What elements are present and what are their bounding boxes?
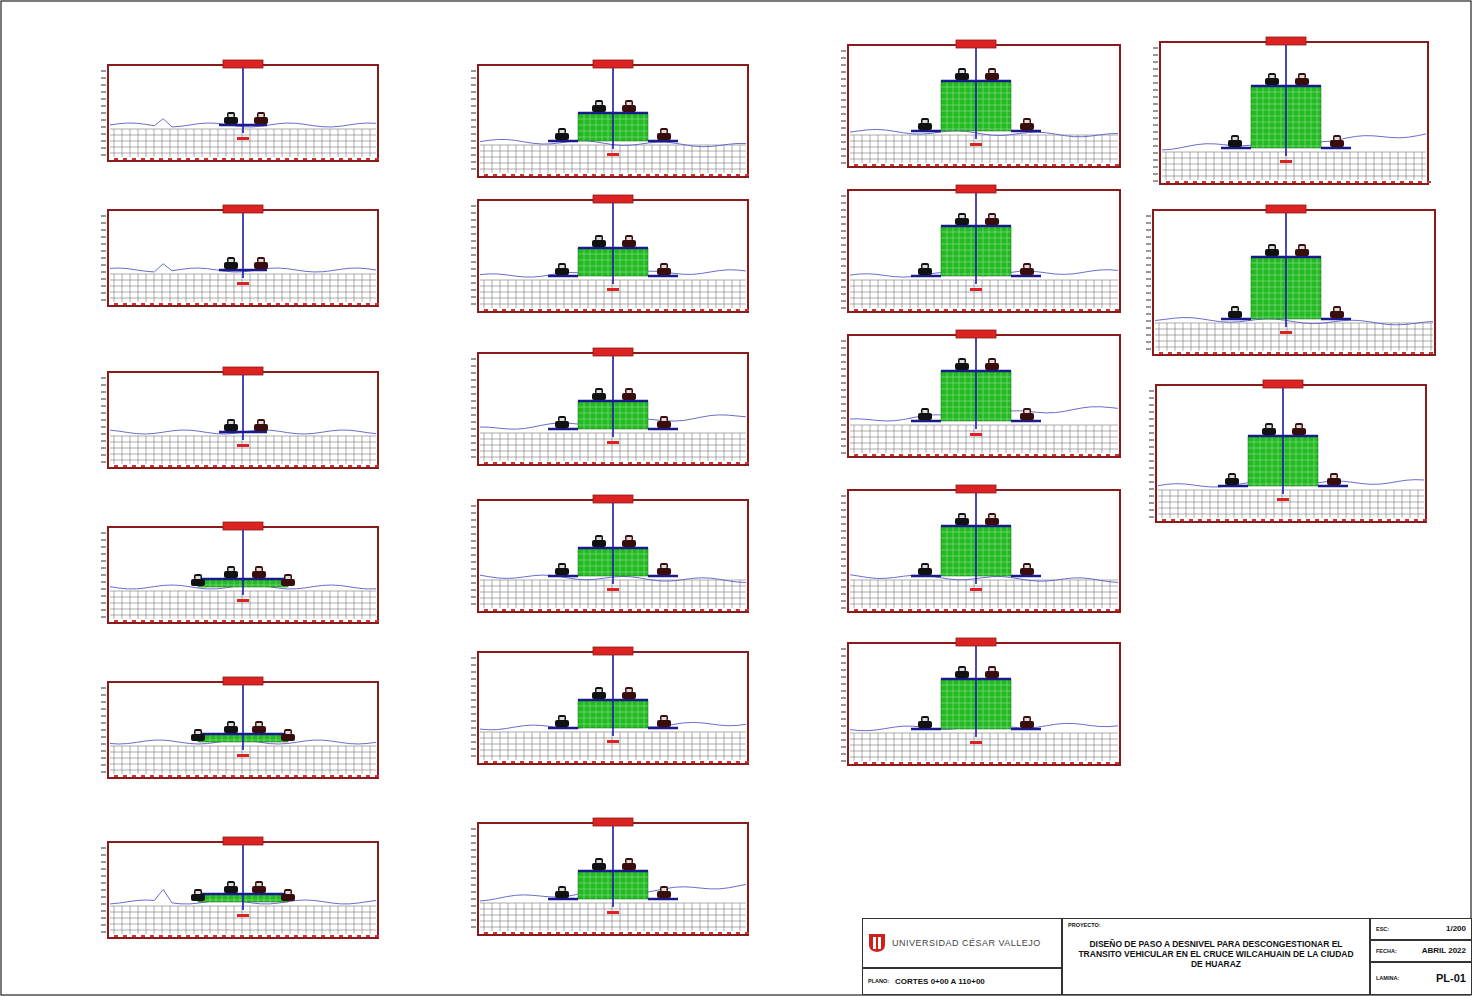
field-label: LAMINA:	[1376, 975, 1399, 982]
cross-section	[841, 485, 1120, 612]
cross-section	[101, 60, 379, 161]
field-value: ABRIL 2022	[1422, 946, 1466, 956]
logo-icon	[868, 933, 886, 953]
cross-section	[101, 522, 379, 623]
title-block-cell: UNIVERSIDAD CÉSAR VALLEJO	[862, 918, 1062, 968]
cross-section	[841, 185, 1120, 312]
cross-section	[101, 367, 379, 468]
cross-section	[101, 677, 379, 778]
cross-section	[471, 495, 749, 612]
cross-section	[841, 638, 1120, 765]
title-block-cell: ESC: 1/200	[1370, 918, 1472, 940]
field-label: FECHA:	[1376, 948, 1397, 955]
cross-section	[1149, 380, 1427, 522]
field-label: PROYECTO:	[1068, 922, 1101, 929]
field-value: 1/200	[1446, 924, 1466, 934]
cross-section	[471, 348, 749, 465]
field-value: CORTES 0+00 A 110+00	[895, 977, 985, 987]
cross-section	[101, 837, 379, 938]
field-value: DISEÑO DE PASO A DESNIVEL PARA DESCONGES…	[1076, 939, 1356, 970]
cross-section	[471, 195, 749, 312]
field-value: UNIVERSIDAD CÉSAR VALLEJO	[892, 938, 1041, 949]
title-block-cell: LAMINA: PL-01	[1370, 962, 1472, 995]
field-value: PL-01	[1436, 972, 1466, 985]
cross-section	[101, 205, 379, 306]
cross-section	[471, 647, 749, 764]
cross-section	[471, 818, 749, 935]
title-block-cell: PROYECTO: DISEÑO DE PASO A DESNIVEL PARA …	[1062, 918, 1370, 995]
cross-section	[1146, 205, 1435, 355]
cross-section	[471, 60, 749, 177]
cross-section	[841, 40, 1120, 167]
title-block-cell: FECHA: ABRIL 2022	[1370, 940, 1472, 962]
field-label: ESC:	[1376, 926, 1389, 933]
field-label: PLANO:	[868, 978, 889, 985]
title-block-cell: PLANO: CORTES 0+00 A 110+00	[862, 968, 1062, 995]
cross-section	[841, 330, 1120, 457]
cross-section	[1153, 37, 1431, 184]
